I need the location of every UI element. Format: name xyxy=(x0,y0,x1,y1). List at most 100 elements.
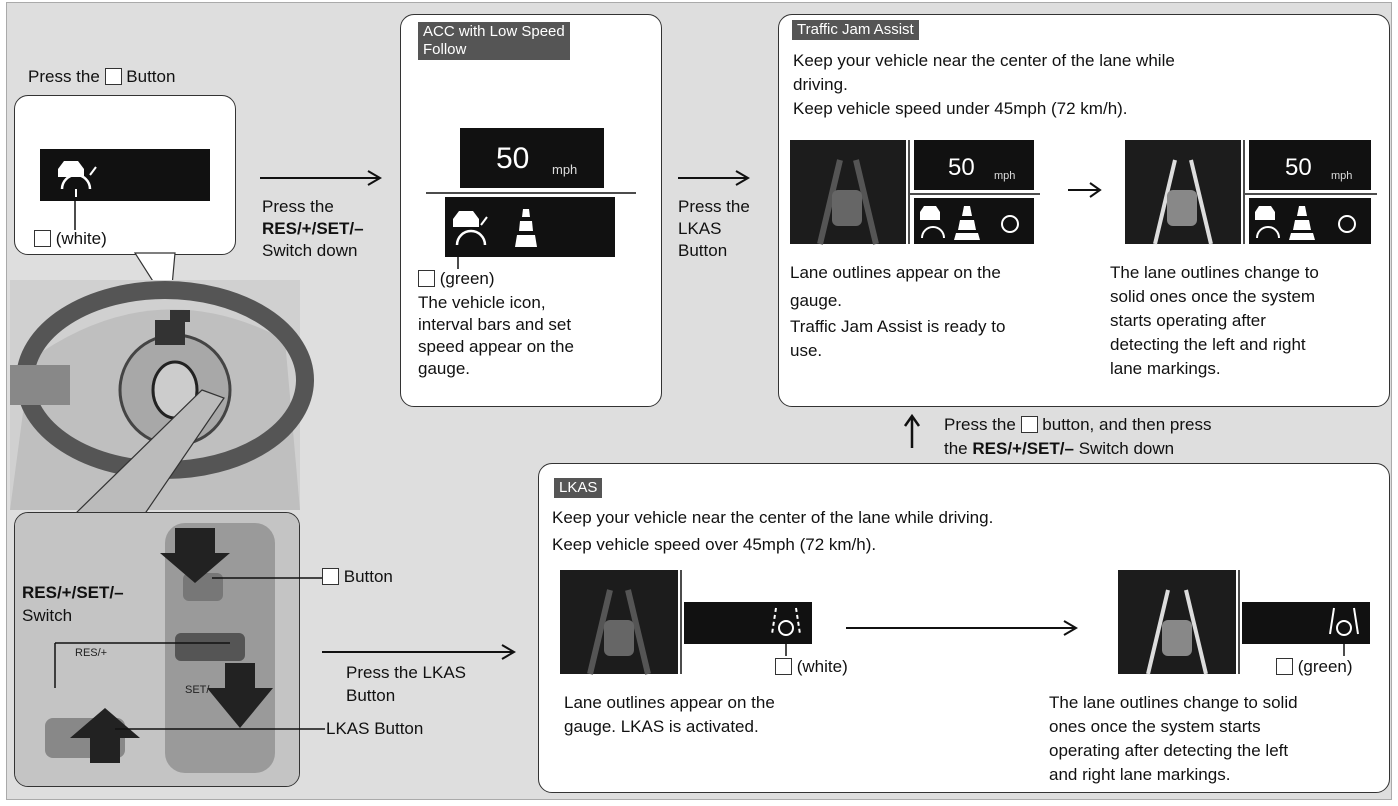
tja-inner-arrow xyxy=(1068,182,1102,198)
acc-green-label: (green) xyxy=(439,269,495,288)
white-label: (white) xyxy=(55,229,107,248)
tja-icons-lcd-left xyxy=(914,198,1034,244)
acc-speed-lcd: 50 mph xyxy=(460,128,604,188)
up-arrow xyxy=(903,413,921,448)
return-note-l1-post: button, and then press xyxy=(1042,415,1212,434)
lkas-green-icon xyxy=(1329,607,1359,636)
tja-desc-l2: driving. xyxy=(793,75,848,94)
button-callout: Button xyxy=(322,566,393,587)
tja-sep-left xyxy=(908,140,910,244)
lkas-desc-l2: Keep vehicle speed over 45mph (72 km/h). xyxy=(552,535,877,554)
acc-tag: ACC with Low Speed Follow xyxy=(418,22,570,60)
tja-road-right-image xyxy=(1153,159,1213,245)
lkas-leader-line xyxy=(115,728,325,730)
switch-down-l1: Press the xyxy=(262,197,334,216)
lkas-white-label: (white) xyxy=(796,657,848,676)
tja-speed-lcd-left: 50 mph xyxy=(914,140,1034,190)
acc-green-icon xyxy=(453,209,537,247)
button-leader-line xyxy=(212,577,322,579)
acc-divider xyxy=(426,192,636,194)
tja-desc-l3: Keep vehicle speed under 45mph (72 km/h)… xyxy=(793,99,1128,118)
tja-unit-left: mph xyxy=(994,170,1016,182)
acc-button-icon-note xyxy=(1020,416,1038,433)
tja-right-cap-l2: solid ones once the system xyxy=(1110,287,1316,306)
green-leader-line xyxy=(457,257,459,269)
lkas-road-right-image xyxy=(1146,589,1208,675)
acc-speed-unit: mph xyxy=(552,162,578,177)
lkas-right-cap-l4: and right lane markings. xyxy=(1049,765,1231,784)
tja-icons-right xyxy=(1255,206,1356,240)
lkas-desc-l1: Keep your vehicle near the center of the… xyxy=(552,508,994,527)
tja-left-cap-l1: Lane outlines appear on the xyxy=(790,263,1001,282)
acc-icon-small xyxy=(34,230,51,247)
switch-down-l3: Switch down xyxy=(262,241,358,260)
lkas-road-left-image xyxy=(587,589,651,675)
acc-speed-value: 50 xyxy=(496,142,530,175)
lkas-lcd-left xyxy=(684,602,812,644)
lkas-sep-right xyxy=(1238,570,1240,674)
lkas-press-l3: Button xyxy=(678,241,728,260)
lkas-green-caption: (green) xyxy=(1276,656,1353,677)
lkas-right-cap-l2: ones once the system starts xyxy=(1049,717,1261,736)
return-note-l1: Press the button, and then press xyxy=(944,414,1211,435)
lkas-white-icon xyxy=(771,607,801,636)
arrow-to-lkas xyxy=(322,644,516,660)
tja-speed-left: 50 xyxy=(948,154,975,181)
switch-down-l2: RES/+/SET/– xyxy=(262,219,364,238)
res-small-label: RES/+ xyxy=(75,647,108,659)
tja-road-left xyxy=(790,140,906,245)
tja-icons-left xyxy=(920,206,1019,240)
lkas-road-right xyxy=(1118,570,1236,675)
initial-lcd xyxy=(40,149,210,201)
tja-tag: Traffic Jam Assist xyxy=(792,20,919,40)
lkas-press-l1: Press the xyxy=(678,197,750,216)
res-switch-label-l2: Switch xyxy=(22,606,73,625)
white-caption: (white) xyxy=(34,228,107,249)
tja-unit-right: mph xyxy=(1331,170,1353,182)
tja-sep-right xyxy=(1243,140,1245,244)
tja-right-cap-l1: The lane outlines change to xyxy=(1110,263,1319,282)
lkas-icon-green xyxy=(1276,658,1293,675)
acc-tag-l2: Follow xyxy=(423,41,467,58)
press-button-post: Button xyxy=(126,67,176,86)
lkas-green-label: (green) xyxy=(1297,657,1353,676)
lkas-button-callout: LKAS Button xyxy=(326,719,424,738)
arrow-to-acc xyxy=(260,170,382,186)
acc-desc-l2: interval bars and set xyxy=(418,315,572,334)
acc-button-icon xyxy=(104,68,122,85)
press-lkas-l1: Press the LKAS xyxy=(346,663,467,682)
press-button-pre: Press the xyxy=(28,67,100,86)
press-button-title: Press the Button xyxy=(28,66,175,87)
tja-desc-l1: Keep your vehicle near the center of the… xyxy=(793,51,1175,70)
press-lkas-l2: Button xyxy=(346,686,396,705)
white-leader-line xyxy=(74,200,76,230)
lkas-right-cap-l1: The lane outlines change to solid xyxy=(1049,693,1298,712)
lkas-green-leader xyxy=(1343,644,1345,656)
tja-road-left-image xyxy=(817,159,879,245)
lkas-left-cap-l2: gauge. LKAS is activated. xyxy=(564,717,759,736)
acc-lcd xyxy=(445,197,615,257)
acc-tag-l1: ACC with Low Speed xyxy=(423,23,565,40)
lkas-right-cap-l3: operating after detecting the left xyxy=(1049,741,1289,760)
switch-closeup-image xyxy=(15,513,299,786)
tja-left-cap-l3: Traffic Jam Assist is ready to xyxy=(790,317,1006,336)
lkas-sep-left xyxy=(680,570,682,674)
button-callout-label: Button xyxy=(343,567,393,586)
tja-left-cap-l2: gauge. xyxy=(790,291,842,310)
set-small-label: SET/– xyxy=(185,684,216,696)
lkas-press-l2: LKAS xyxy=(678,219,722,238)
switch-closeup-panel: RES/+ SET/– xyxy=(14,512,300,787)
lkas-white-leader xyxy=(785,644,787,656)
acc-white-icon xyxy=(58,161,97,197)
tja-icons-lcd-right xyxy=(1249,198,1371,244)
tja-right-cap-l3: starts operating after xyxy=(1110,311,1266,330)
closeup-wedge xyxy=(72,389,225,516)
return-note-l2-bold: RES/+/SET/– xyxy=(972,439,1074,458)
acc-desc-l3: speed appear on the xyxy=(418,337,574,356)
arrow-to-tja xyxy=(678,170,750,186)
lkas-white-caption: (white) xyxy=(775,656,848,677)
lkas-tag: LKAS xyxy=(554,478,603,498)
green-caption: (green) xyxy=(418,268,495,289)
return-note-l2: the RES/+/SET/– Switch down xyxy=(944,438,1174,459)
return-note-l2-pre: the xyxy=(944,439,968,458)
